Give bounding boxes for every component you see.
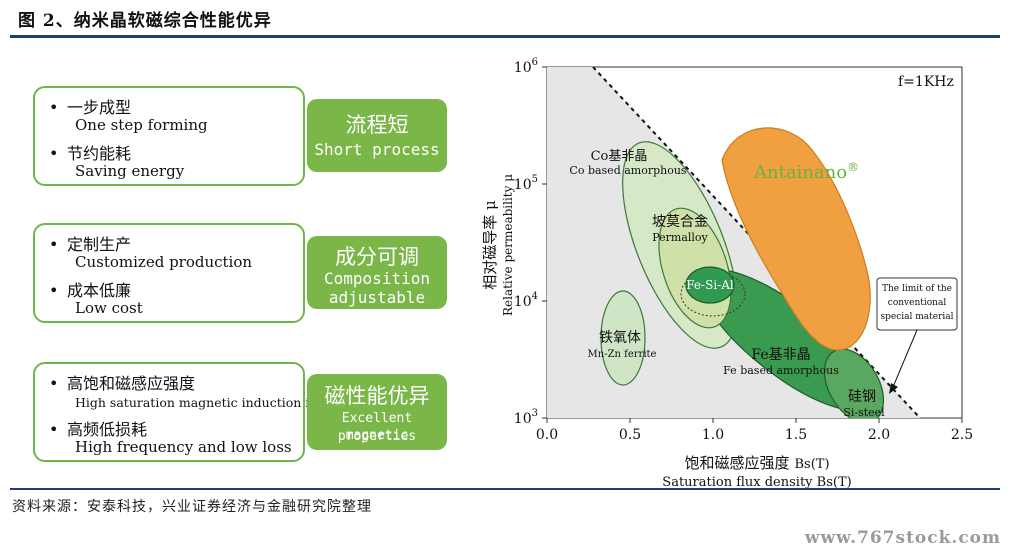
badge-zh: 磁性能优异 [324,384,430,408]
label-si-steel-zh: 硅钢 [848,389,876,405]
feature-item-zh: •高频低损耗 [49,420,148,439]
x-tick-label: 1.0 [702,427,724,443]
feature-box-composition: •定制生产 Customized production •成本低廉 Low co… [33,223,305,323]
label-fe-amorphous-zh: Fe基非晶 [751,346,810,363]
frequency-annotation: f=1KHz [898,74,954,90]
label-permalloy-zh: 坡莫合金 [652,214,708,230]
label-co-en: Co based amorphous [569,164,687,177]
bullet-icon: • [49,374,59,393]
feature-item-en: One step forming [75,116,208,134]
y-axis: 103 104 105 106 [514,57,547,427]
label-co-zh: Co基非晶 [591,149,648,164]
badge-en: Short process [314,140,440,159]
badge-en: adjustable [328,288,426,307]
bullet-icon: • [49,281,59,300]
feature-item-zh: •高饱和磁感应强度 [49,374,196,393]
feature-box-magnetic: •高饱和磁感应强度 High saturation magnetic induc… [33,362,360,462]
feature-item-zh: •节约能耗 [49,144,132,163]
region-fe-si-al [685,266,735,304]
bullet-icon: • [49,235,59,254]
label-ferrite-en: Mn-Zn ferrite [588,349,657,360]
feature-item-en: Customized production [75,253,253,271]
feature-item-en: High saturation magnetic induction inten… [75,395,361,410]
badge-magnetic: 磁性能优异 Excellent magnetic properties [307,374,447,450]
badge-composition: 成分可调 Composition adjustable [307,236,447,309]
bullet-icon: • [49,420,59,439]
badge-en: Composition [324,269,430,288]
region-si-steel [823,348,885,418]
badge-short-process: 流程短 Short process [307,99,447,172]
label-antainano: Antainano® [753,160,859,183]
watermark: www.767stock.com [804,528,1001,548]
arrow-head-icon [889,383,898,394]
badge-zh: 流程短 [345,113,409,137]
limit-callout-line: special material [881,312,954,322]
y-axis-label-en: Relative permeability μ [501,174,515,316]
x-tick-label: 2.5 [951,427,973,443]
label-fe-amorphous-en: Fe based amorphous [723,364,839,377]
label-si-steel-en: Si-steel [843,406,885,419]
feature-item-zh: •成本低廉 [49,281,132,300]
label-permalloy-en: Permalloy [652,231,708,244]
x-tick-label: 1.5 [785,427,807,443]
x-axis-label-en: Saturation flux density Bs(T) [662,475,851,490]
bullet-icon: • [49,98,59,117]
y-axis-label: 相对磁导率 μ [481,200,499,290]
label-fe-si-al: Fe-Si-Al [686,278,734,292]
region-mn-zn-ferrite [600,290,646,386]
limit-callout-line: conventional [888,298,947,308]
x-tick-label: 0.0 [536,427,558,443]
region-antainano [721,127,871,351]
y-tick-label: 103 [514,408,538,427]
badge-zh: 成分可调 [335,245,419,269]
label-ferrite-zh: 铁氧体 [599,330,641,346]
limit-callout-arrow [892,329,918,388]
x-tick-label: 0.5 [619,427,641,443]
feature-item-en: Saving energy [75,162,185,180]
badge-en: properties [337,429,417,444]
y-tick-label: 104 [514,291,538,310]
source-note: 资料来源：安泰科技，兴业证券经济与金融研究院整理 [12,499,372,515]
top-rule [10,35,1000,38]
region-permalloy-dotted-outline [680,271,746,317]
limit-callout-line: The limit of the [882,284,952,294]
x-axis: 0.0 0.5 1.0 1.5 2.0 2.5 [536,418,973,443]
figure-title: 图 2、纳米晶软磁综合性能优异 [18,11,272,31]
bullet-icon: • [49,144,59,163]
y-tick-label: 105 [514,174,538,193]
x-tick-label: 2.0 [868,427,890,443]
feature-box-process: •一步成型 One step forming •节约能耗 Saving ener… [33,86,305,186]
bottom-rule [10,488,1000,490]
feature-item-en: Low cost [75,299,143,317]
feature-item-zh: •定制生产 [49,235,132,254]
badge-en: Excellent magnetic [341,411,413,443]
feature-item-zh: •一步成型 [49,98,132,117]
y-tick-label: 106 [514,57,538,76]
feature-item-en: High frequency and low loss [75,438,292,456]
